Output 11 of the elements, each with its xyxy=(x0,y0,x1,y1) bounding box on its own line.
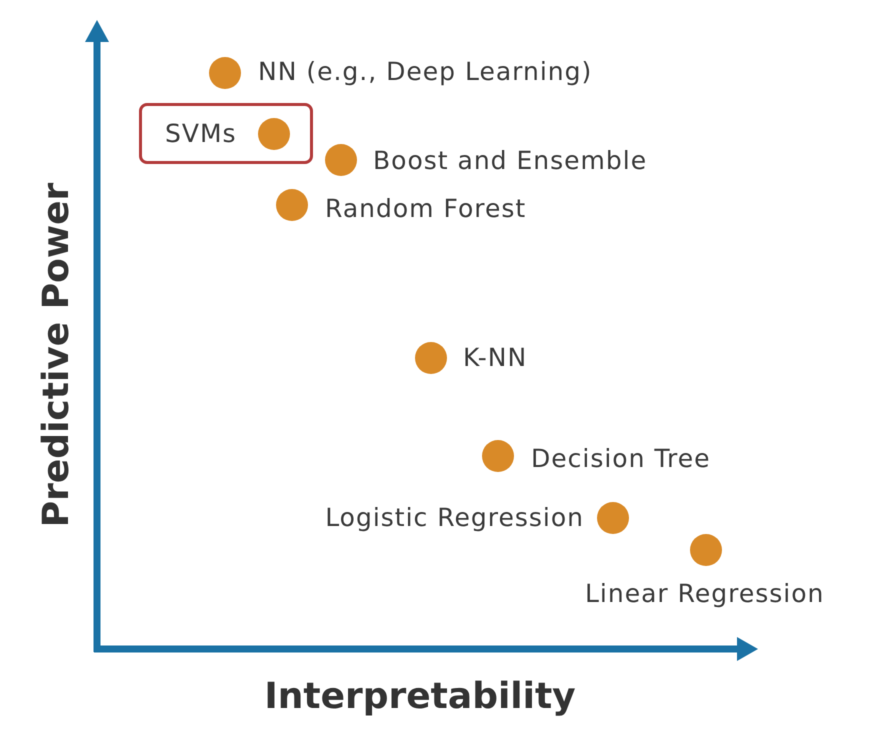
point-label: Random Forest xyxy=(325,194,526,224)
point-label: K-NN xyxy=(463,343,528,373)
point-label: Logistic Regression xyxy=(325,503,584,533)
point-label: Decision Tree xyxy=(531,444,710,474)
point-label: Boost and Ensemble xyxy=(373,146,648,176)
point-label: Linear Regression xyxy=(585,579,824,609)
point-label: NN (e.g., Deep Learning) xyxy=(258,57,592,87)
axis-title: Interpretability xyxy=(264,677,576,717)
highlight-box xyxy=(139,103,313,164)
point-label: SVMs xyxy=(165,119,237,149)
axis-title: Predictive Power xyxy=(37,182,77,528)
